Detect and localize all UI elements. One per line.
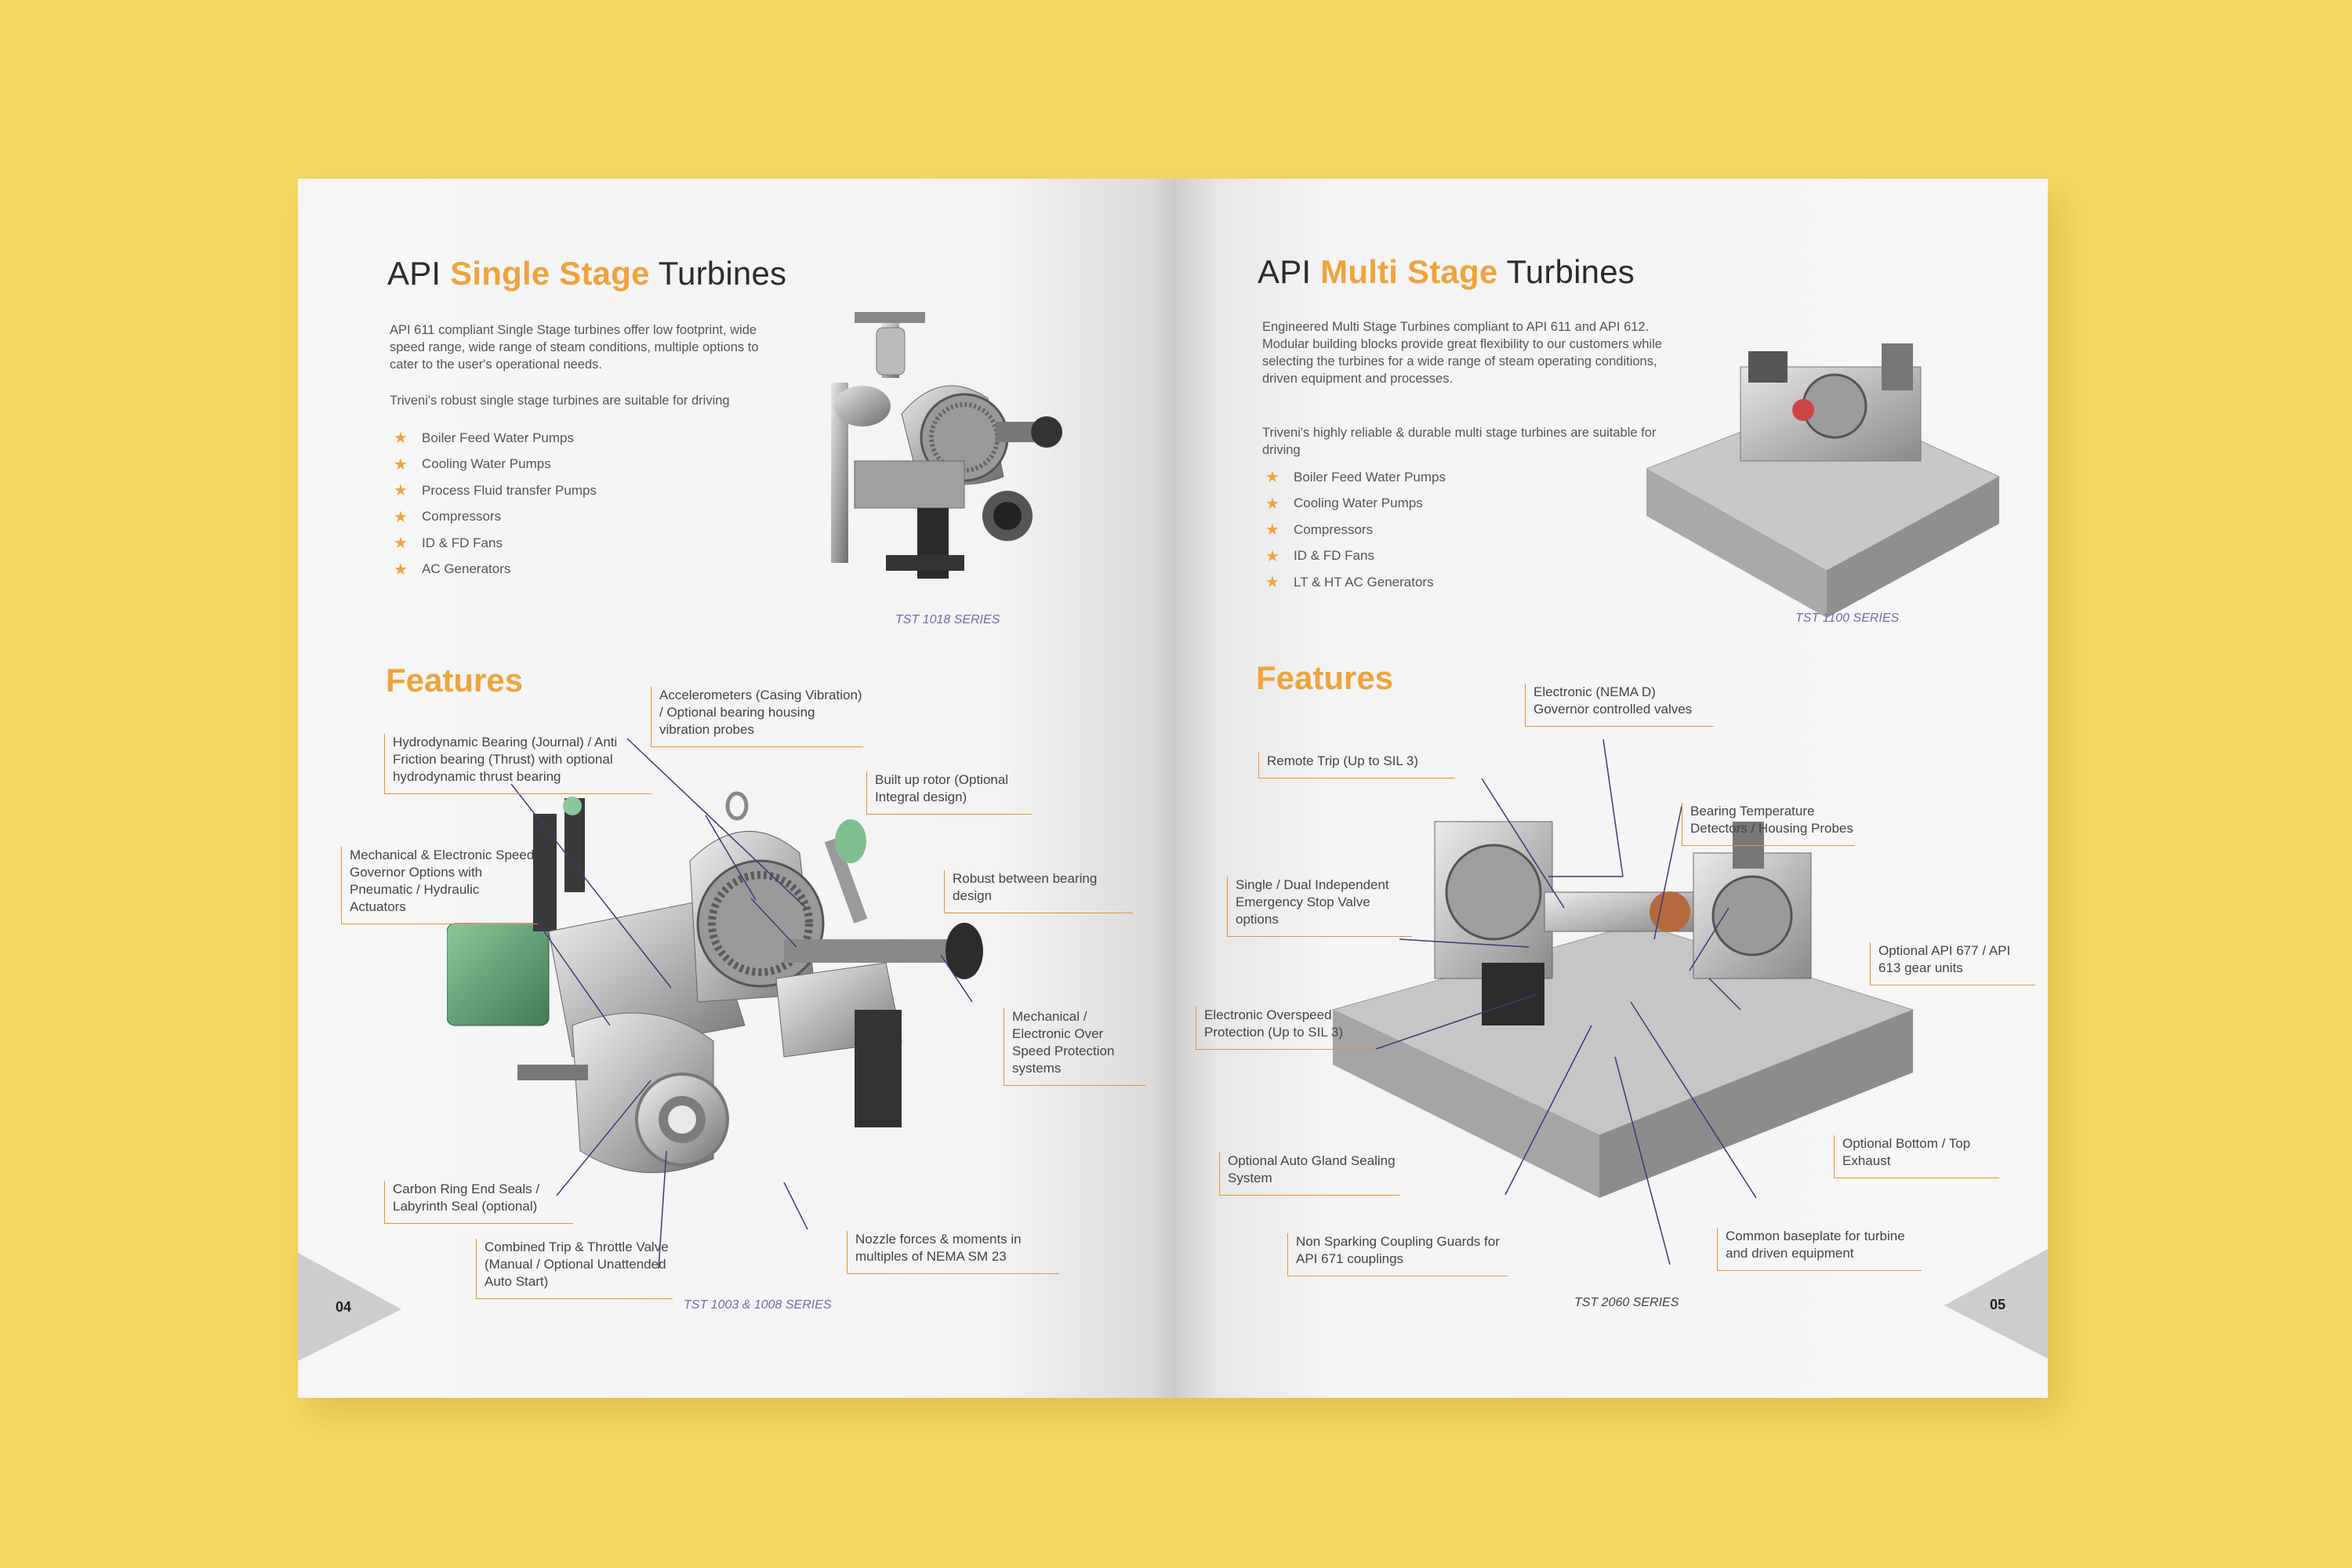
feature-callout: Mechanical & Electronic Speed Governor O… — [341, 847, 538, 924]
feature-callout: Remote Trip (Up to SIL 3) — [1258, 753, 1455, 779]
list-item: ★Compressors — [1265, 521, 1374, 539]
star-icon: ★ — [394, 508, 408, 526]
single-stage-cutaway-image — [447, 791, 983, 1174]
page-corner-triangle — [298, 1253, 401, 1361]
right-intro: Engineered Multi Stage Turbines complian… — [1262, 320, 1662, 386]
multi-stage-turbine-image — [1646, 343, 2001, 618]
list-item: ★Boiler Feed Water Pumps — [394, 430, 574, 448]
feature-callout: Built up rotor (Optional Integral design… — [866, 771, 1032, 815]
right-leader-lines — [1375, 739, 1757, 1265]
page-number: 05 — [1990, 1297, 2006, 1312]
star-icon: ★ — [1265, 521, 1279, 539]
feature-callout: Carbon Ring End Seals / Labyrinth Seal (… — [384, 1181, 573, 1224]
list-item: ★Process Fluid transfer Pumps — [394, 482, 597, 500]
right-title: API Multi Stage Turbines — [1258, 253, 1635, 290]
feature-callout: Electronic Overspeed Protection (Up to S… — [1196, 1007, 1377, 1050]
list-item: ★Compressors — [394, 508, 502, 526]
feature-callout: Bearing Temperature Detectors / Housing … — [1682, 803, 1855, 846]
star-icon: ★ — [1265, 469, 1279, 487]
feature-callout: Single / Dual Independent Emergency Stop… — [1227, 877, 1412, 937]
list-item: ★Cooling Water Pumps — [394, 456, 551, 474]
feature-callout: Optional Bottom / Top Exhaust — [1834, 1135, 1999, 1178]
feature-callout: Common baseplate for turbine and driven … — [1717, 1228, 1922, 1271]
star-icon: ★ — [394, 482, 408, 500]
feature-callout: Optional API 677 / API 613 gear units — [1870, 942, 2035, 985]
star-icon: ★ — [1265, 574, 1279, 592]
star-icon: ★ — [1265, 547, 1279, 565]
left-driving: Triveni's robust single stage turbines a… — [390, 394, 730, 408]
multi-stage-cutaway-image — [1331, 821, 1915, 1198]
right-applications: ★Boiler Feed Water Pumps ★Cooling Water … — [1265, 464, 1446, 596]
right-top-caption: TST 1100 SERIES — [1795, 612, 1900, 625]
single-stage-turbine-image — [831, 312, 1062, 579]
feature-callout: Nozzle forces & moments in multiples of … — [847, 1231, 1059, 1274]
list-item: ★LT & HT AC Generators — [1265, 574, 1434, 592]
left-title: API Single Stage Turbines — [387, 255, 787, 292]
feature-callout: Combined Trip & Throttle Valve (Manual /… — [476, 1239, 673, 1299]
page-number: 04 — [336, 1299, 352, 1315]
feature-callout: Mechanical / Electronic Over Speed Prote… — [1004, 1008, 1145, 1086]
list-item: ★Boiler Feed Water Pumps — [1265, 469, 1446, 487]
star-icon: ★ — [394, 456, 408, 474]
left-top-caption: TST 1018 SERIES — [895, 613, 1000, 626]
star-icon: ★ — [1265, 495, 1279, 513]
list-item: ★ID & FD Fans — [394, 535, 503, 553]
left-bottom-caption: TST 1003 & 1008 SERIES — [684, 1298, 832, 1312]
list-item: ★ID & FD Fans — [1265, 547, 1374, 565]
feature-callout: Electronic (NEMA D) Governor controlled … — [1525, 684, 1714, 727]
right-driving: Triveni's highly reliable & durable mult… — [1262, 426, 1657, 457]
feature-callout: Non Sparking Coupling Guards for API 671… — [1287, 1233, 1508, 1276]
left-applications: ★Boiler Feed Water Pumps ★Cooling Water … — [394, 425, 597, 583]
right-features-title: Features — [1256, 659, 1394, 696]
right-page: API Multi Stage Turbines Engineered Mult… — [1176, 179, 2048, 1398]
star-icon: ★ — [394, 535, 408, 553]
feature-callout: Accelerometers (Casing Vibration) / Opti… — [651, 687, 863, 747]
left-intro: API 611 compliant Single Stage turbines … — [390, 323, 759, 372]
feature-callout: Hydrodynamic Bearing (Journal) / Anti Fr… — [384, 734, 652, 794]
feature-callout: Optional Auto Gland Sealing System — [1219, 1152, 1400, 1196]
star-icon: ★ — [394, 561, 408, 579]
list-item: ★AC Generators — [394, 561, 511, 579]
feature-callout: Robust between bearing design — [944, 870, 1133, 913]
left-page: API Single Stage Turbines API 611 compli… — [298, 179, 1176, 1398]
right-bottom-caption: TST 2060 SERIES — [1574, 1296, 1679, 1309]
list-item: ★Cooling Water Pumps — [1265, 495, 1423, 513]
left-leader-lines — [510, 738, 973, 1269]
page-corner-triangle — [1944, 1249, 2048, 1359]
star-icon: ★ — [394, 430, 408, 448]
left-features-title: Features — [386, 662, 524, 699]
